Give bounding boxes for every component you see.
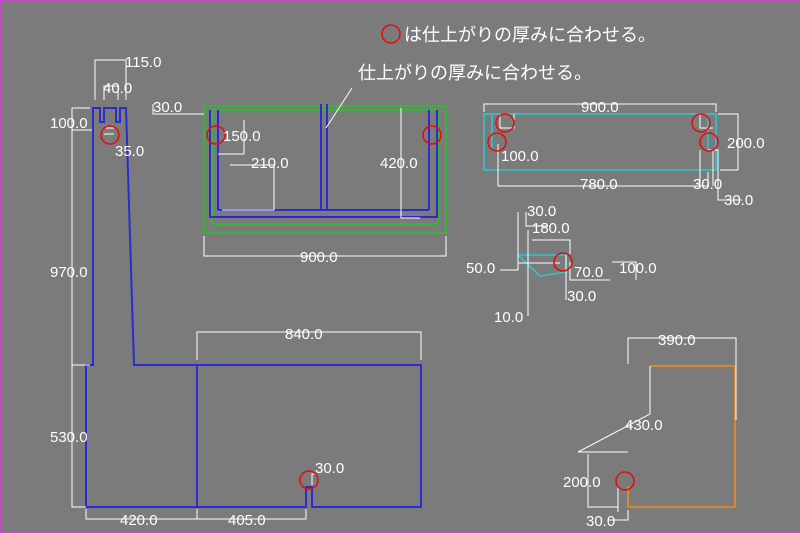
dim-line-840 [196,331,422,360]
dim-label: 100.0 [501,148,539,165]
dim-label: 180.0 [532,220,570,237]
dim-line-200 [718,113,739,171]
cyan-wedge [516,254,567,277]
dim-line-900-mid [203,236,447,257]
dim-line-30-mid [152,104,204,115]
marker-circle [487,132,507,152]
dim-label: 30.0 [724,192,753,209]
dim-line-150 [218,120,245,155]
legend-circle-icon [381,24,401,44]
marker-circle [699,132,719,152]
callout-leader [325,87,353,129]
dim-line-780 [497,144,709,187]
marker-circle [495,113,515,133]
callout-note: 仕上がりの厚みに合わせる。 [358,63,592,84]
dim-label: 200.0 [563,474,601,491]
dim-line-900-right [483,103,717,112]
marker-circle [100,125,120,145]
dim-line-530 [71,365,86,508]
marker-circle [615,471,635,491]
dim-line-50 [500,212,519,271]
dim-label: 30.0 [567,288,596,305]
orange-bottom [627,425,736,508]
dim-label: 420.0 [380,155,418,172]
dim-label: 30.0 [586,513,615,530]
dim-label: 10.0 [494,309,523,326]
notes: は仕上がりの厚みに合わせる。 仕上がりの厚みに合わせる。 [358,24,656,84]
dim-line-420 [85,509,198,520]
dim-label: 100.0 [619,260,657,277]
dim-label: 900.0 [300,249,338,266]
dim-label: 100.0 [50,115,88,132]
marker-circle [691,113,711,133]
legend-note: は仕上がりの厚みに合わせる。 [404,25,656,46]
dim-label: 30.0 [315,460,344,477]
dim-label: 50.0 [466,260,495,277]
bottom-right-part: 390.0 430.0 200.0 30.0 [563,332,737,530]
dim-label: 30.0 [527,203,556,220]
dim-line-30-br [608,510,629,521]
dim-label: 30.0 [693,176,722,193]
dim-line-210 [222,164,275,211]
dim-label: 405.0 [228,512,266,529]
dim-label: 35.0 [115,143,144,160]
blue-channel [209,110,438,218]
dim-label: 30.0 [153,99,182,116]
dim-label: 200.0 [727,135,765,152]
dim-label: 840.0 [285,326,323,343]
dim-line-420-mid [400,108,420,219]
dim-line-40 [103,85,119,100]
dim-line-200b [587,454,618,508]
marker-circle [299,470,319,490]
dim-label: 40.0 [103,80,132,97]
dim-line-405 [197,509,307,520]
dim-label: 970.0 [50,264,88,281]
dim-line-390 [627,337,737,420]
dim-label: 780.0 [580,176,618,193]
dim-label: 115.0 [125,54,161,71]
cyan-outline [483,113,717,171]
dim-line-100 [612,261,637,280]
dim-label: 530.0 [50,429,88,446]
dim-label: 390.0 [658,332,696,349]
top-right-part: 900.0 100.0 200.0 780.0 30.0 30.0 [483,99,765,209]
dim-line-430 [577,366,651,453]
dim-label: 420.0 [120,512,158,529]
left-part-outline [85,107,422,508]
dim-label: 150.0 [223,128,261,145]
dim-label: 900.0 [581,99,619,116]
dim-line-30-detail [525,212,548,227]
detail-part: 30.0 180.0 50.0 70.0 100.0 30.0 10.0 [466,203,657,326]
marker-circle [553,252,573,272]
dim-line-180 [532,239,571,254]
marker-circle [206,125,226,145]
dim-line-115 [94,59,127,100]
dim-label: 210.0 [251,155,289,172]
dim-line-970 [71,107,90,366]
marker-circle [422,125,442,145]
dim-label: 70.0 [574,264,603,281]
green-outline [203,105,447,234]
top-middle-part: 30.0 150.0 210.0 420.0 900.0 [152,87,447,266]
dim-label: 430.0 [625,417,663,434]
orange-top [650,365,736,425]
left-part: 115.0 40.0 100.0 35.0 970.0 530.0 420.0 … [50,54,422,529]
